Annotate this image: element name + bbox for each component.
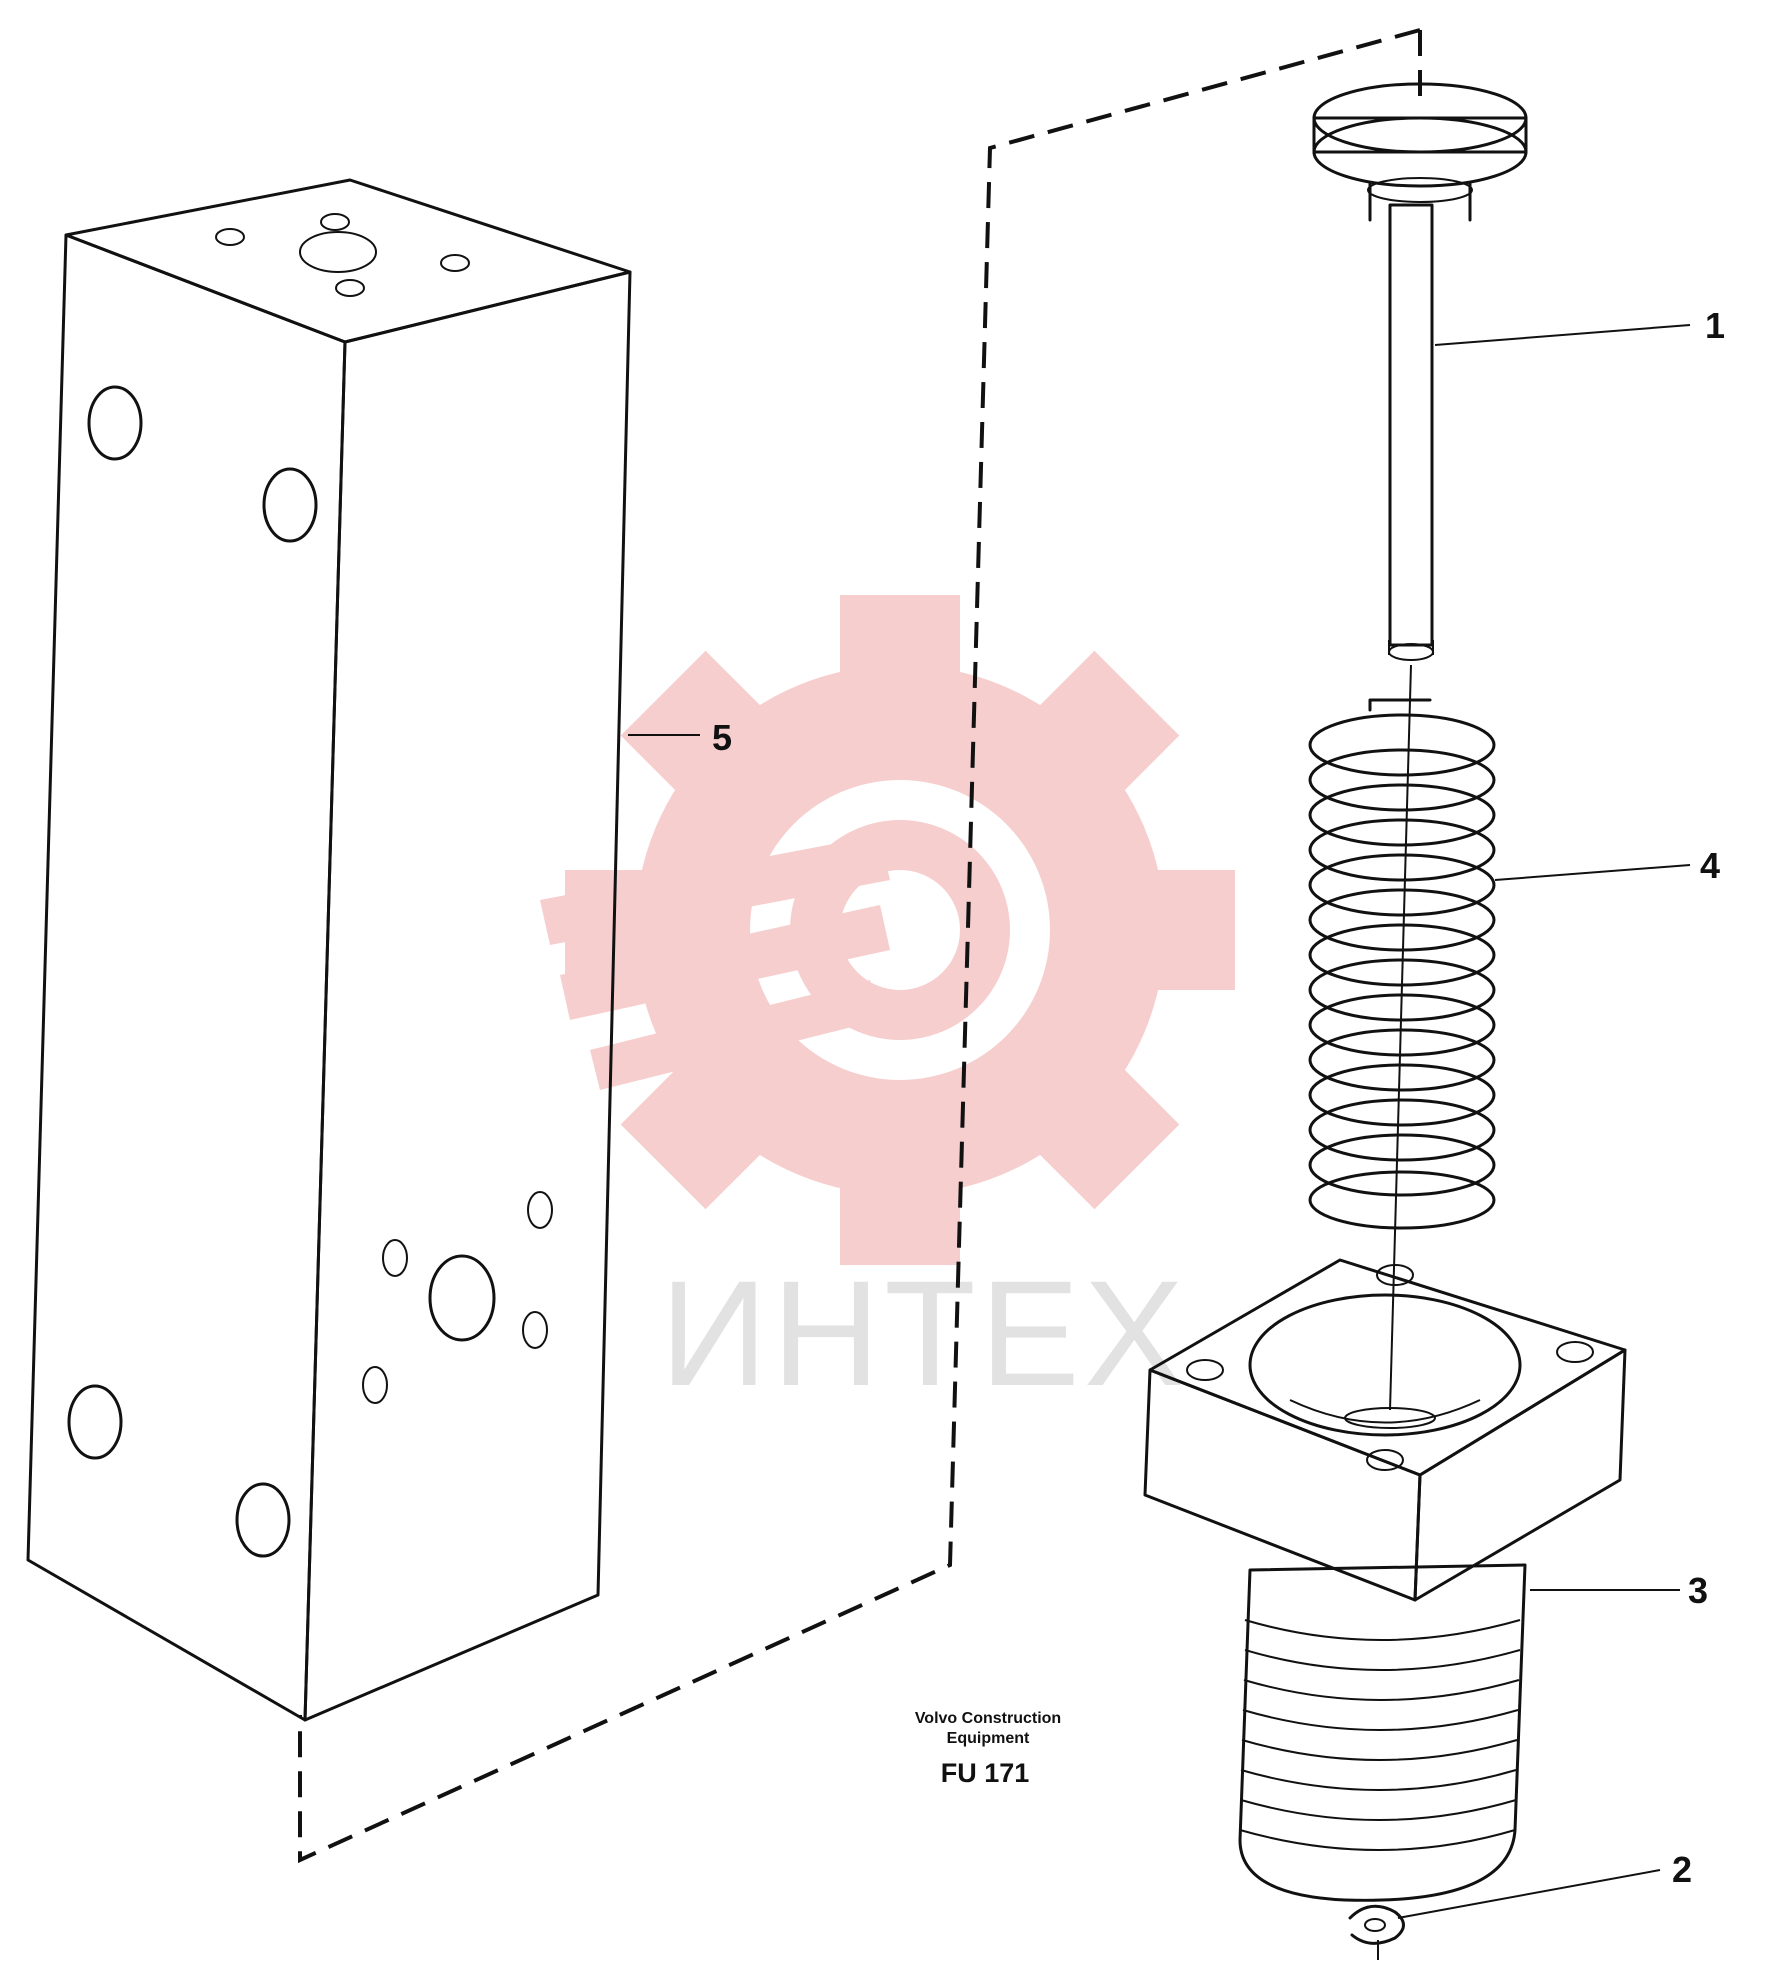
- watermark-gear-logo: [540, 595, 1235, 1265]
- callout-2: 2: [1672, 1849, 1692, 1890]
- valve-stem: [1312, 82, 1528, 661]
- leader-line-2: [1397, 1869, 1661, 1919]
- valve-block: [26, 178, 632, 1722]
- leader-line-4: [1494, 864, 1691, 881]
- callout-3: 3: [1688, 1570, 1708, 1611]
- caption-line-2: Equipment: [947, 1730, 1030, 1747]
- caption-code: FU 171: [941, 1758, 1030, 1788]
- caption-line-1: Volvo Construction: [915, 1710, 1061, 1727]
- stem-axis-line: [1389, 664, 1412, 1411]
- callout-4: 4: [1700, 845, 1720, 886]
- spring: [1308, 698, 1496, 1230]
- watermark-text: ИНТЕХ: [660, 1249, 1188, 1417]
- leader-line-1: [1434, 324, 1691, 346]
- snap-ring: [1348, 1904, 1405, 1960]
- callout-1: 1: [1705, 305, 1725, 346]
- assembly-dashed-line: [298, 28, 1422, 1864]
- flanged-housing: [1143, 1258, 1627, 1902]
- callout-5: 5: [712, 717, 732, 758]
